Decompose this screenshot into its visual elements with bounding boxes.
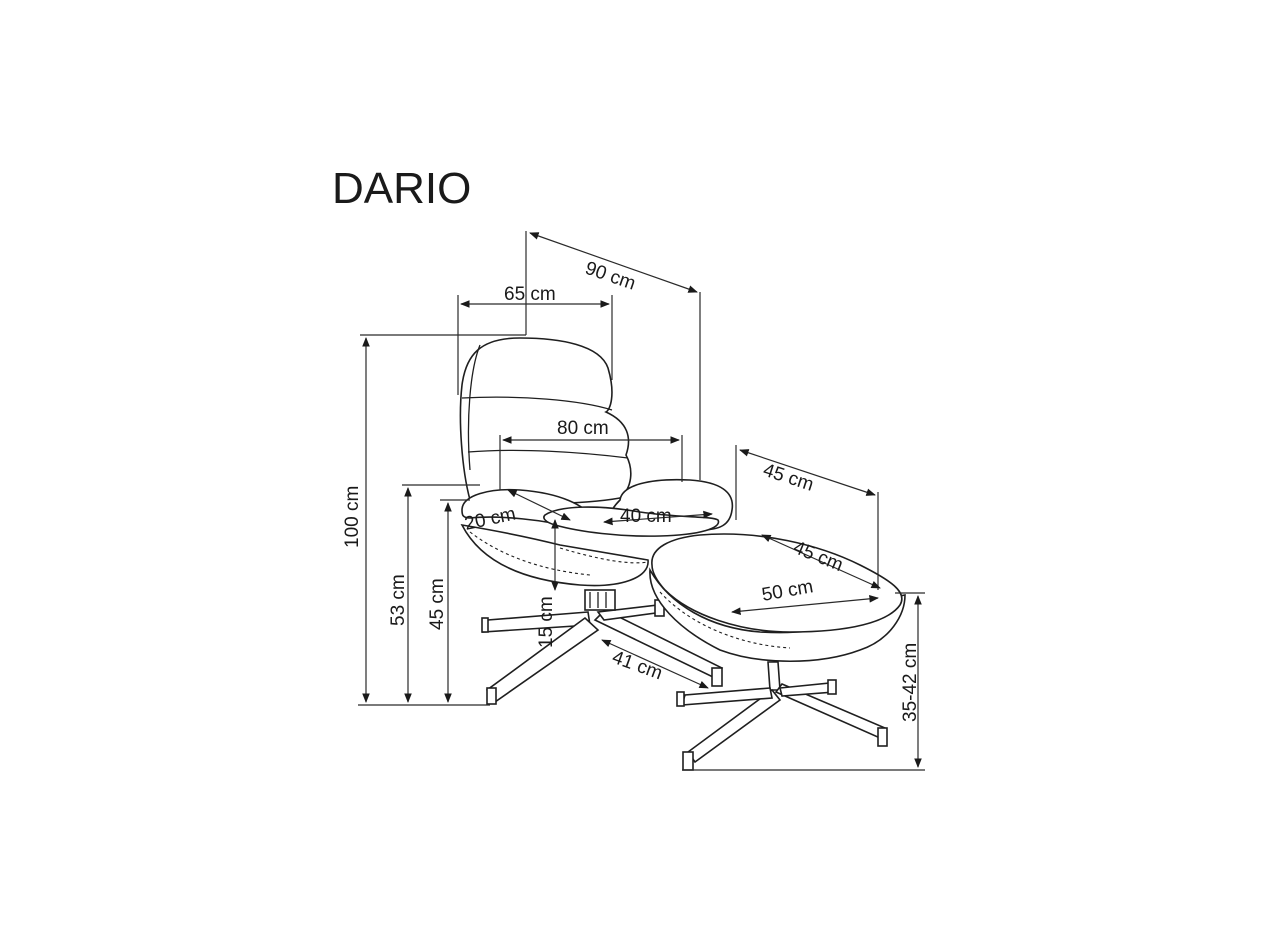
label-depth-total: 90 cm — [582, 258, 638, 295]
label-ottoman-height: 35-42 cm — [900, 643, 921, 722]
dimension-lines — [358, 231, 925, 771]
label-base-clearance: 15 cm — [536, 596, 557, 648]
label-seat-depth: 65 cm — [504, 284, 556, 305]
label-armrest-height: 53 cm — [388, 574, 409, 626]
label-height-total: 100 cm — [342, 486, 363, 548]
label-base-radius: 41 cm — [609, 647, 665, 684]
ottoman-base-leg — [767, 661, 781, 691]
label-width: 80 cm — [557, 418, 609, 439]
label-seat-height: 45 cm — [427, 578, 448, 630]
ottoman-body — [649, 567, 906, 662]
product-title: DARIO — [332, 164, 471, 213]
label-ottoman-depth: 45 cm — [760, 460, 816, 496]
label-armrest-length: 40 cm — [620, 506, 672, 527]
armchair-backrest — [459, 337, 632, 505]
